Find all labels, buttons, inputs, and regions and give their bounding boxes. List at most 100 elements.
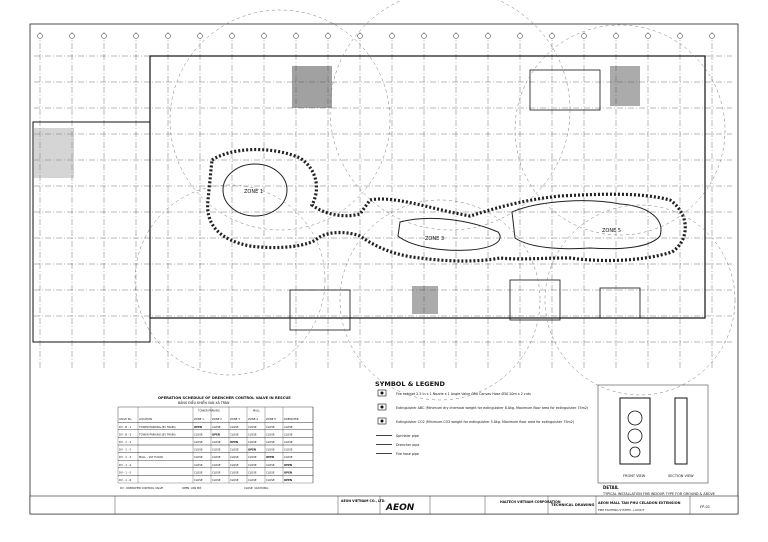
- schedule-note: DV : DRENCHER CONTROL VALVE: [120, 486, 163, 490]
- schedule-cell: CLOSE: [266, 448, 275, 452]
- schedule-cell: CLOSE: [248, 470, 257, 474]
- drawing-title: FIRE FIGHTING SYSTEM - LAYOUT: [598, 508, 644, 512]
- cabinet-front: [619, 397, 651, 465]
- coverage-circle: [169, 9, 391, 231]
- legend-item-label: Extinguisher CO2 (Minimum CO2 weight for…: [396, 420, 574, 424]
- schedule-cell: CLOSE: [284, 425, 293, 429]
- schedule-cell: CLOSE: [266, 470, 275, 474]
- schedule-cell: OPEN: [284, 478, 292, 482]
- grid-bubble: [453, 33, 459, 39]
- schedule-cell: CLOSE: [284, 448, 293, 452]
- grid-bubble: [357, 33, 363, 39]
- schedule-cell: CLOSE: [266, 463, 275, 467]
- legend-item-label: Sprinkler pipe: [396, 434, 419, 438]
- cabinet-icon: [380, 391, 384, 395]
- grid-bubble: [389, 33, 395, 39]
- schedule-cell: CLOSE: [248, 463, 257, 467]
- schedule-cell: CLOSE: [266, 440, 275, 444]
- detail-front-label: FRONT VIEW: [623, 474, 646, 478]
- detail-section-label: SECTION VIEW: [668, 474, 694, 478]
- zone-label: ZONE 5: [602, 228, 621, 234]
- grid-bubble: [581, 33, 587, 39]
- grid-bubble: [69, 33, 75, 39]
- hose-reel-icon: [627, 410, 643, 426]
- schedule-note: CLOSE: VAN ĐÓNG: [244, 485, 268, 490]
- legend-item-label: Fire hose pipe: [396, 452, 419, 456]
- schedule-cell: CLOSE: [284, 455, 293, 459]
- schedule-cell: CLOSE: [212, 455, 221, 459]
- legend-item-label: Extinguisher ABC (Minimum dry chemical w…: [396, 406, 588, 410]
- schedule-cell: OPEN: [284, 463, 292, 467]
- room-block: [289, 289, 351, 331]
- extinguisher-abc-icon: [377, 403, 387, 411]
- schedule-cell: CLOSE: [212, 425, 221, 429]
- schedule-cell: DV - 1 - 6: [119, 478, 132, 482]
- floor-plan: ZONE 1 ZONE 3 ZONE 5: [32, 55, 706, 343]
- schedule-header-cell: ZONE 1: [194, 417, 204, 421]
- stair-core: [412, 286, 438, 314]
- hose-coverage-circles: [134, 0, 736, 401]
- schedule-cell: CLOSE: [194, 463, 203, 467]
- schedule-cell: CLOSE: [194, 432, 203, 436]
- schedule-cell: MALL - 1ST FLOOR: [139, 455, 163, 459]
- schedule-cell: OPEN: [284, 470, 292, 474]
- grid-bubble: [229, 33, 235, 39]
- schedule-cell: CLOSE: [212, 463, 221, 467]
- atrium-west: [222, 163, 288, 217]
- title-block: AEON VIETNAM CO., LTD. AEON HALTECH VIET…: [29, 495, 739, 515]
- schedule-cell: CLOSE: [248, 440, 257, 444]
- symbol-legend: SYMBOL & LEGEND Fire cabinet 2.5 in x 1 …: [375, 380, 588, 456]
- coverage-circle: [339, 199, 541, 401]
- zone-label: ZONE 1: [244, 189, 263, 195]
- schedule-header-cell: ZONE 3: [230, 417, 240, 421]
- schedule-cell: OPEN: [248, 448, 256, 452]
- grid-bubble: [165, 33, 171, 39]
- schedule-cell: CLOSE: [230, 432, 239, 436]
- schedule-cell: CLOSE: [212, 470, 221, 474]
- schedule-cell: CLOSE: [194, 455, 203, 459]
- stair-core: [610, 66, 640, 106]
- schedule-cell: DV - 1 - 1: [119, 440, 132, 444]
- legend-item-label: Drencher pipe: [396, 443, 419, 447]
- schedule-cell: CLOSE: [194, 440, 203, 444]
- grid-bubble: [613, 33, 619, 39]
- schedule-cell: CLOSE: [230, 455, 239, 459]
- schedule-cell: CLOSE: [230, 478, 239, 482]
- drawing-number: FP-01: [700, 505, 710, 509]
- schedule-cell: CLOSE: [212, 478, 221, 482]
- schedule-cell: OPEN: [230, 440, 238, 444]
- coverage-circle: [134, 184, 326, 376]
- room-block: [509, 279, 561, 321]
- schedule-header-cell: ZONE 4: [248, 417, 258, 421]
- schedule-group: TOWER PARKING: [198, 409, 220, 413]
- schedule-cell: CLOSE: [230, 463, 239, 467]
- cabinet-icon: [377, 389, 387, 397]
- schedule-cell: CLOSE: [212, 448, 221, 452]
- legend-title: SYMBOL & LEGEND: [375, 380, 445, 388]
- schedule-header-cell: ZONE 2: [212, 417, 222, 421]
- hose-reel-icon: [627, 428, 643, 444]
- drencher-schedule-table: OPERATION SCHEDULE OF DRENCHER CONTROL V…: [117, 396, 314, 490]
- parking-block: [32, 121, 151, 343]
- schedule-cell: CLOSE: [266, 432, 275, 436]
- schedule-header-cell: ZONE 5: [266, 417, 276, 421]
- grid-bubble: [293, 33, 299, 39]
- schedule-cell: TOWER PARKING (BY TRAIN): [139, 432, 176, 436]
- schedule-note: OPEN: VAN MỞ: [182, 485, 202, 490]
- fhb-detail: FRONT VIEW SECTION VIEW DETAIL TYPICAL I…: [597, 384, 715, 496]
- schedule-cell: CLOSE: [212, 440, 221, 444]
- drawing-type: TECHNICAL DRAWING: [551, 503, 595, 507]
- schedule-cell: OPEN: [212, 432, 220, 436]
- schedule-cell: CLOSE: [230, 425, 239, 429]
- schedule-cell: CLOSE: [248, 425, 257, 429]
- schedule-cell: TOWER PARKING (BY TRAIN): [139, 425, 176, 429]
- schedule-cell: DV - 1 - 5: [119, 470, 132, 474]
- legend-item-label: Fire cabinet 2.5 in x 1 Nozzle x 1 Angle…: [396, 391, 531, 396]
- stair-core: [292, 66, 332, 108]
- parking-hatch-area: [34, 128, 74, 178]
- schedule-cell: CLOSE: [230, 470, 239, 474]
- title-block-frame: [29, 495, 739, 515]
- schedule-cell: CLOSE: [284, 432, 293, 436]
- schedule-title: OPERATION SCHEDULE OF DRENCHER CONTROL V…: [158, 396, 291, 400]
